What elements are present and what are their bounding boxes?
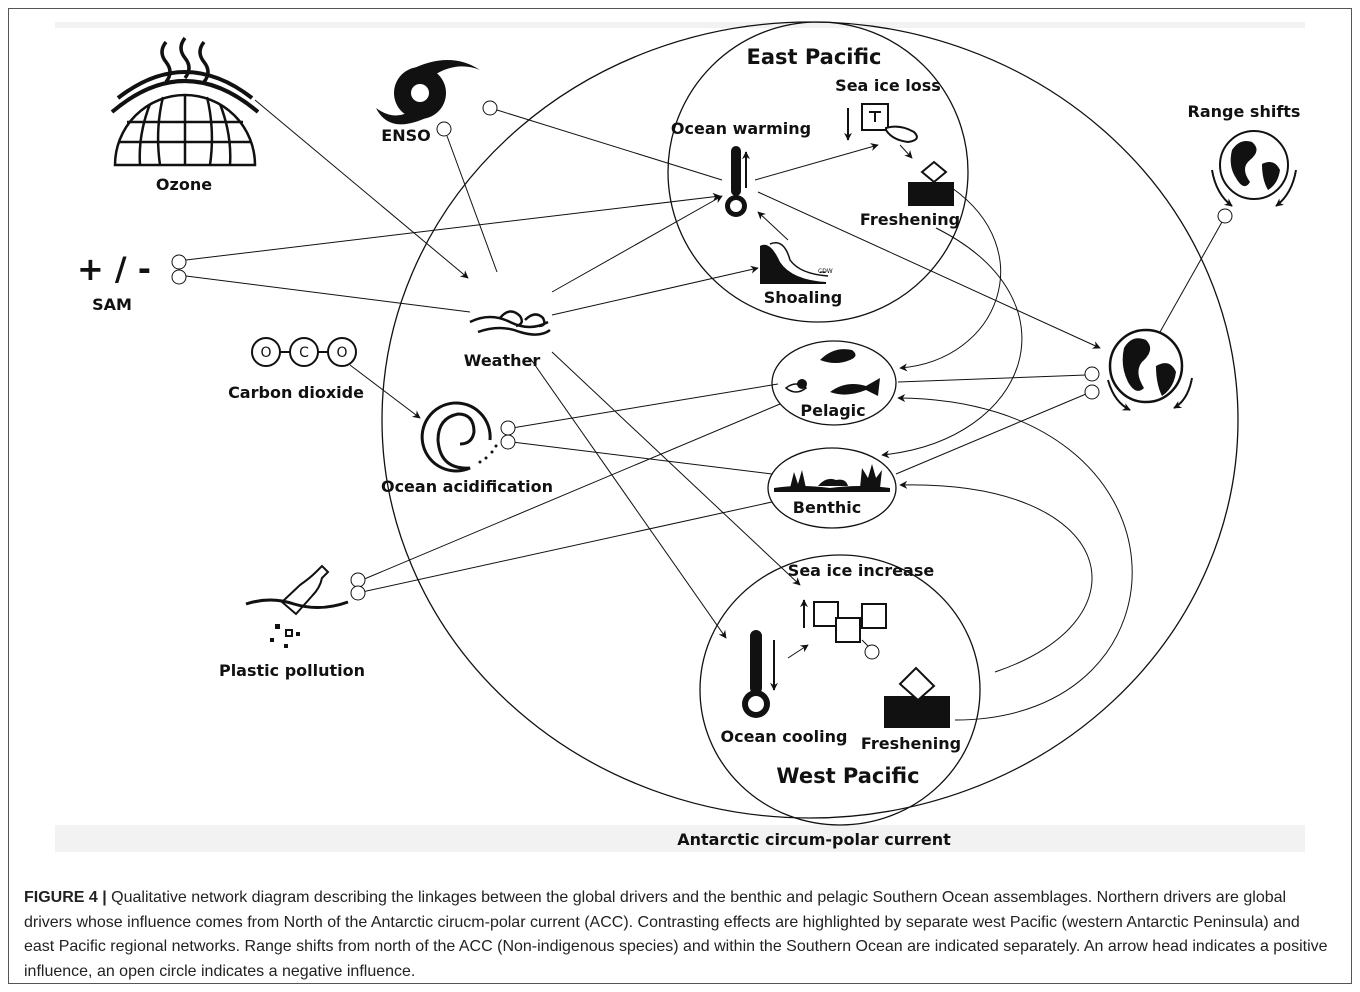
neg-enso-warming bbox=[482, 100, 498, 116]
sea-ice-loss-label: Sea ice loss bbox=[835, 76, 941, 95]
neg-plastic-a bbox=[350, 572, 366, 588]
neg-globe-b bbox=[1084, 384, 1100, 400]
top-band bbox=[55, 22, 1305, 28]
shoaling-label: Shoaling bbox=[764, 288, 843, 307]
link-acidification-pelagic bbox=[511, 383, 779, 429]
link-seaiceloss-freshening bbox=[899, 144, 913, 159]
range-shifts-globe-icon bbox=[1211, 130, 1297, 207]
co2-icon bbox=[251, 337, 357, 367]
hurricane-icon bbox=[376, 60, 480, 125]
link-weather-shoaling bbox=[551, 265, 759, 316]
acc-band bbox=[55, 825, 1305, 852]
link-shoaling-warming bbox=[757, 211, 789, 241]
neg-sam-b bbox=[171, 269, 187, 285]
benthic-circle bbox=[767, 447, 897, 529]
west-pacific-circle bbox=[699, 554, 981, 826]
link-sam-weather bbox=[185, 275, 471, 313]
plastic-pollution-label: Plastic pollution bbox=[219, 661, 365, 680]
link-weather-seaice bbox=[551, 351, 801, 586]
link-warming-seaiceloss bbox=[754, 143, 879, 181]
link-westfreshening-benthic bbox=[899, 480, 1093, 673]
link-globe-benthic bbox=[895, 393, 1087, 475]
co2-o-left: O bbox=[260, 345, 271, 361]
sea-ice-increase-label: Sea ice increase bbox=[788, 561, 935, 580]
range-shifts-label: Range shifts bbox=[1188, 102, 1301, 121]
link-globe-pelagic bbox=[897, 374, 1087, 383]
neg-enso-weather bbox=[436, 121, 452, 137]
link-weather-warming bbox=[551, 195, 723, 293]
link-rangeshifts-globe bbox=[1159, 221, 1223, 333]
benthic-organisms-icon bbox=[774, 464, 890, 492]
sea-ice-increase-icon bbox=[800, 599, 887, 643]
thermometer-warm-icon bbox=[725, 146, 750, 217]
acc-label: Antarctic circum-polar current bbox=[677, 830, 951, 849]
thermometer-cool-icon bbox=[742, 630, 778, 718]
figure-caption-text: Qualitative network diagram describing t… bbox=[24, 889, 1328, 980]
weather-label: Weather bbox=[464, 351, 541, 370]
freshening-west-icon bbox=[884, 666, 950, 728]
figure-frame bbox=[8, 8, 1352, 984]
figure-caption: FIGURE 4 | Qualitative network diagram d… bbox=[24, 886, 1334, 984]
network-diagram: + / - O C O bbox=[55, 21, 1305, 852]
cdw-label: CDW bbox=[818, 268, 833, 275]
shell-icon bbox=[420, 401, 498, 473]
link-warming-globe bbox=[757, 191, 1101, 349]
link-westfreshening-pelagic bbox=[897, 394, 1133, 721]
freshening-east-icon bbox=[908, 160, 954, 206]
link-cooling-seaice bbox=[787, 644, 809, 659]
benthic-label: Benthic bbox=[793, 498, 861, 517]
neg-plastic-b bbox=[350, 585, 366, 601]
ozone-icon bbox=[110, 36, 260, 167]
link-ozone-weather bbox=[254, 99, 469, 279]
freshening-east-label: Freshening bbox=[860, 210, 960, 229]
neg-acid-a bbox=[500, 420, 516, 436]
co2-o-right: O bbox=[336, 345, 347, 361]
shoaling-icon bbox=[760, 242, 829, 284]
ocean-warming-label: Ocean warming bbox=[671, 119, 811, 138]
link-freshening-pelagic bbox=[899, 187, 1002, 372]
wind-icon bbox=[469, 310, 551, 336]
west-pacific-title: West Pacific bbox=[776, 764, 919, 788]
acc-ellipse bbox=[381, 21, 1239, 819]
within-so-globe-icon bbox=[1107, 328, 1193, 411]
ocean-cooling-label: Ocean cooling bbox=[721, 727, 848, 746]
enso-label: ENSO bbox=[381, 126, 430, 145]
link-co2-acidification bbox=[349, 364, 421, 419]
neg-sam-a bbox=[171, 254, 187, 270]
ocean-acidification-label: Ocean acidification bbox=[381, 477, 553, 496]
sam-label: SAM bbox=[92, 295, 132, 314]
link-plastic-benthic bbox=[361, 501, 773, 593]
pelagic-organisms-icon bbox=[784, 349, 880, 396]
neg-rangeshifts bbox=[1217, 208, 1233, 224]
sam-symbol: + / - bbox=[77, 250, 151, 288]
east-pacific-title: East Pacific bbox=[746, 45, 881, 69]
neg-acid-b bbox=[500, 434, 516, 450]
link-plastic-pelagic bbox=[361, 403, 781, 581]
pelagic-circle bbox=[771, 340, 897, 426]
carbon-dioxide-label: Carbon dioxide bbox=[228, 383, 364, 402]
neg-globe-a bbox=[1084, 366, 1100, 382]
link-sam-warming bbox=[185, 192, 721, 261]
pelagic-label: Pelagic bbox=[800, 401, 865, 420]
link-weather-cooling bbox=[529, 357, 727, 639]
link-enso-weather bbox=[446, 135, 498, 273]
co2-c: C bbox=[299, 345, 309, 361]
link-freshening-benthic bbox=[881, 227, 1023, 459]
plastic-bottle-icon bbox=[245, 564, 349, 648]
sea-ice-loss-icon bbox=[844, 103, 918, 144]
link-enso-warming bbox=[496, 109, 723, 181]
ozone-label: Ozone bbox=[156, 175, 212, 194]
neg-seaice-freshening bbox=[864, 644, 880, 660]
east-pacific-circle bbox=[667, 21, 969, 323]
freshening-west-label: Freshening bbox=[861, 734, 961, 753]
link-acidification-benthic bbox=[511, 441, 773, 475]
figure-caption-label: FIGURE 4 | bbox=[24, 889, 107, 906]
